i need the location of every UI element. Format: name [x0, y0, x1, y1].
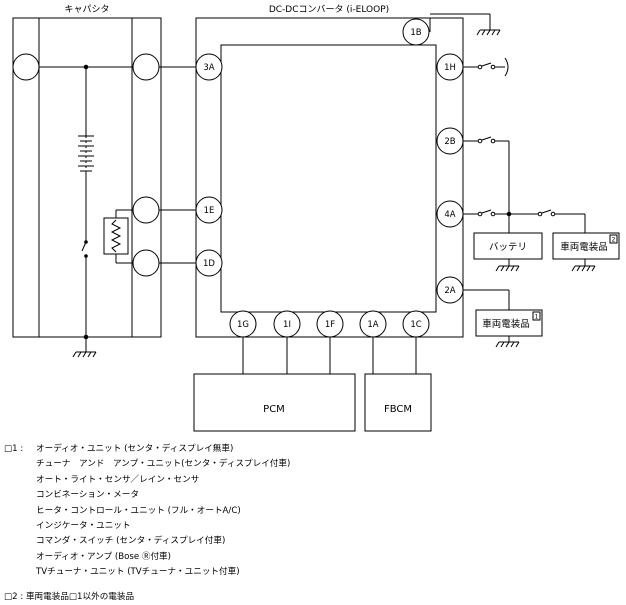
battery-box: [473, 232, 543, 260]
pin-label-2A: 2A: [444, 286, 455, 296]
fbcm-label: FBCM: [384, 404, 412, 415]
vehicle-equipment-2-mark: 2: [612, 237, 616, 244]
pin-1B: [402, 18, 430, 46]
note-2: □2 : 車両電装品□1以外の電装品: [4, 591, 135, 602]
ground-icon: [495, 265, 520, 272]
pin-3A: [195, 53, 223, 81]
note-1-line-7: オーディオ・アンプ (Bose Ⓡ付車): [36, 551, 172, 562]
pin-label-1E: 1E: [204, 206, 215, 216]
pin-label-1C: 1C: [410, 320, 421, 330]
ground-icon: [571, 265, 596, 272]
pin-1F: [316, 310, 344, 338]
pin-label-1D: 1D: [203, 259, 215, 269]
pin-1G: [229, 310, 257, 338]
pin-label-1I: 1I: [283, 320, 291, 330]
pin-label-1A: 1A: [367, 320, 378, 330]
note-1-line-1: チューナ アンド アンプ・ユニット(センタ・ディスプレイ付車): [36, 459, 291, 470]
thermal-switch-icon: [81, 240, 88, 258]
pin-2B: [436, 127, 464, 155]
ground-icon: [72, 351, 97, 358]
wiring-diagram: キャパシタ DC-DCコンバータ (i-ELOOP) 1B 3A 1H 2B 1…: [12, 4, 620, 432]
pin-label-2B: 2B: [444, 137, 455, 147]
pcm-label: PCM: [263, 404, 285, 415]
footnotes: □1 : オーディオ・ユニット (センタ・ディスプレイ無車) チューナ アンド ア…: [4, 442, 622, 605]
note-1-line-4: ヒータ・コントロール・ユニット (フル・オートA/C): [36, 505, 241, 516]
note-1-line-6: コマンダ・スイッチ (センタ・ディスプレイ付車): [36, 536, 226, 547]
pin-1E: [195, 196, 223, 224]
dcdc-converter-outline: [195, 17, 464, 338]
pin-label-3A: 3A: [203, 63, 214, 73]
note-1-mark: □1 :: [4, 444, 24, 454]
capacitor-terminal-mid-lower: [132, 249, 160, 277]
converter-title: DC-DCコンバータ (i-ELOOP): [269, 4, 389, 15]
pin-4A: [436, 200, 464, 228]
battery-label: バッテリ: [489, 242, 527, 253]
pin-1A: [359, 310, 387, 338]
capacitor-terminal-mid-upper: [132, 196, 160, 224]
capacitor-title: キャパシタ: [64, 4, 109, 15]
capacitor-terminal-top-left: [12, 53, 40, 81]
pin-2A: [436, 276, 464, 304]
note-1-line-0: □1 : オーディオ・ユニット (センタ・ディスプレイ無車): [4, 442, 622, 457]
note-1-line-8: TVチューナ・ユニット (TVチューナ・ユニット付車): [36, 567, 240, 578]
note-1-line-3: コンビネーション・メータ: [36, 490, 139, 501]
pin-label-1F: 1F: [325, 320, 335, 330]
thermistor-icon: [103, 209, 132, 264]
ground-icon: [495, 341, 520, 348]
vehicle-equipment-1-label: 車両電装品: [482, 318, 530, 330]
capacitor-terminal-top-right: [132, 53, 160, 81]
pin-1I: [273, 310, 301, 338]
vehicle-equipment-1-mark: 1: [535, 314, 539, 321]
ground-icon: [476, 29, 501, 36]
capacitor-cell-stack-icon: [78, 135, 94, 172]
pin-1D: [195, 249, 223, 277]
pin-label-4A: 4A: [444, 210, 455, 220]
pin-label-1G: 1G: [237, 320, 249, 330]
pin-1C: [402, 310, 430, 338]
pin-label-1H: 1H: [444, 63, 456, 73]
note-1-text: オーディオ・ユニット (センタ・ディスプレイ無車): [36, 444, 234, 454]
pin-label-1B: 1B: [410, 28, 421, 38]
note-1-line-2: オート・ライト・センサ／レイン・センサ: [36, 474, 200, 485]
fbcm-box: [364, 373, 432, 432]
pcm-box: [193, 373, 356, 432]
pin-1H: [436, 53, 464, 81]
vehicle-equipment-2-label: 車両電装品: [560, 241, 608, 253]
note-1-line-5: インジケータ・ユニット: [36, 520, 131, 531]
vehicle-equipment-2-box: [552, 232, 620, 260]
